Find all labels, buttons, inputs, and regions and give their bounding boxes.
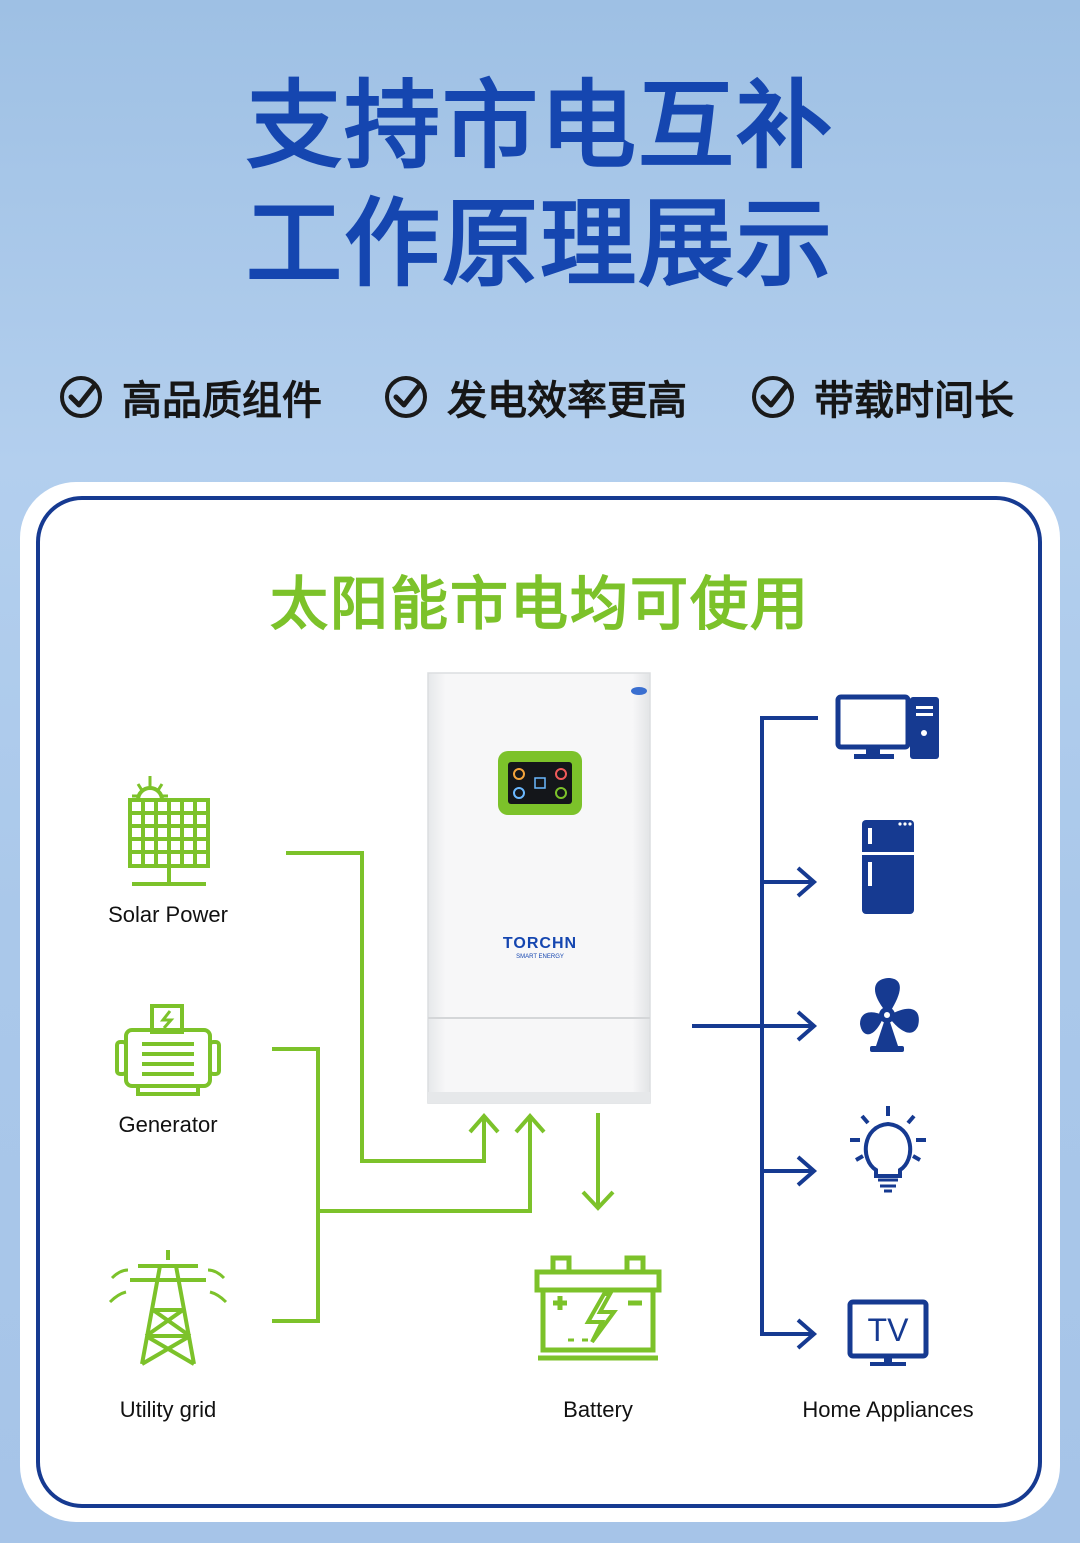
grid-merge-line — [318, 1118, 532, 1213]
tv-icon: TV — [847, 1299, 929, 1366]
input-flow-lines — [272, 851, 615, 1323]
feature-item: 高品质组件 — [58, 362, 322, 432]
check-circle-icon — [385, 376, 427, 418]
power-tower-icon — [108, 1250, 228, 1366]
battery-arrow — [581, 1190, 615, 1211]
fan-icon — [860, 978, 919, 1052]
tv-icon-label: TV — [868, 1312, 910, 1348]
inverter-brand-tagline: SMART ENERGY — [516, 954, 564, 960]
wifi-indicator-icon — [631, 687, 647, 695]
light-bulb-icon — [850, 1106, 926, 1193]
feature-item: 带载时间长 — [750, 362, 1014, 432]
feature-list: 高品质组件 发电效率更高 带载时间长 — [0, 362, 1080, 432]
check-circle-icon — [60, 376, 102, 418]
home-appliances-label: Home Appliances — [802, 1397, 974, 1422]
arrow-tv — [796, 1318, 818, 1350]
solar-panel-icon — [128, 776, 210, 886]
solar-power-label: Solar Power — [108, 902, 228, 927]
generator-icon — [115, 1004, 221, 1096]
page-title-line2: 工作原理展示 — [246, 188, 834, 300]
battery-label: Battery — [563, 1397, 633, 1422]
diagram-card-border — [36, 496, 1042, 1508]
refrigerator-icon — [862, 820, 914, 914]
feature-label: 发电效率更高 — [447, 378, 687, 424]
inverter-arrow-right — [514, 1112, 546, 1134]
check-circle-icon — [752, 376, 794, 418]
feature-item: 发电效率更高 — [383, 362, 687, 432]
battery-icon — [534, 1255, 662, 1361]
utility-grid-label: Utility grid — [119, 1397, 217, 1422]
generator-flow-line — [272, 1047, 320, 1323]
feature-label: 带载时间长 — [814, 378, 1014, 424]
page-title-line1: 支持市电互补 — [246, 70, 834, 182]
solar-flow-line — [286, 851, 486, 1163]
output-flow-lines — [692, 716, 818, 1350]
inverter-arrow-left — [468, 1112, 500, 1134]
inverter-unit: TORCHN SMART ENERGY — [427, 672, 651, 1104]
arrow-bulb — [796, 1155, 818, 1187]
arrow-fan — [796, 1010, 818, 1042]
feature-label: 高品质组件 — [122, 378, 322, 424]
generator-label: Generator — [118, 1112, 218, 1137]
computer-icon — [835, 694, 939, 759]
card-title: 太阳能市电均可使用 — [269, 570, 810, 638]
inverter-brand-logo: TORCHN — [503, 935, 577, 952]
arrow-fridge — [796, 866, 818, 898]
